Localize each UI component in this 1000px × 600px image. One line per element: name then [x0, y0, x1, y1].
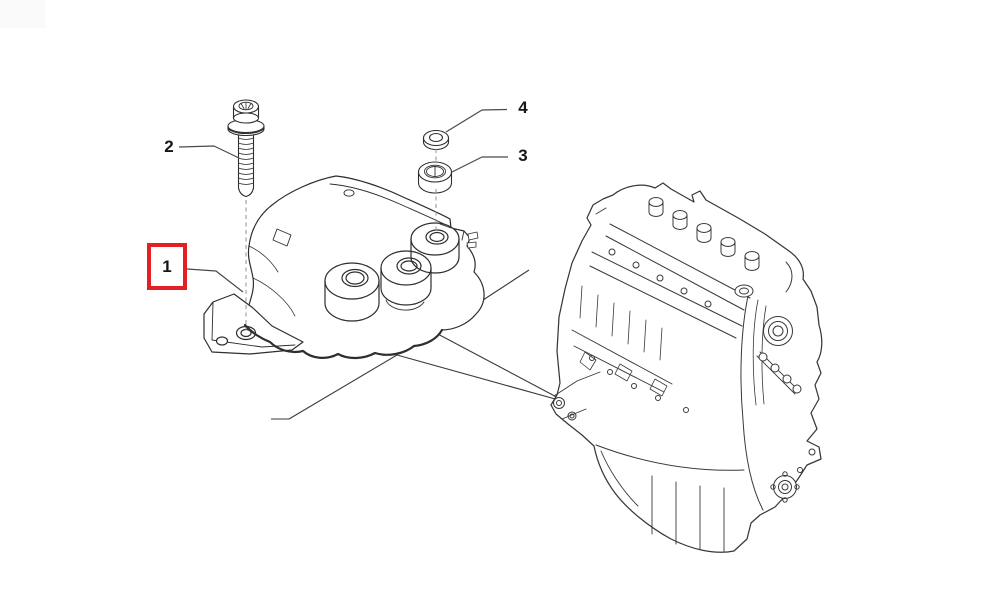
engine-mount-illustration [203, 175, 485, 360]
leader-line-4 [445, 108, 508, 133]
bolt-illustration [227, 99, 265, 198]
callout-1-highlight-box[interactable]: 1 [147, 243, 187, 290]
assembly-axis-lines [245, 149, 437, 330]
leader-line-2 [178, 145, 240, 159]
callout-label-4[interactable]: 4 [518, 98, 528, 117]
leader-lines [178, 108, 508, 293]
engine-illustration [550, 182, 823, 553]
callout-label-1: 1 [162, 256, 172, 276]
washer-lower-illustration [417, 161, 453, 194]
corner-shade [0, 0, 45, 28]
leader-line-1 [186, 268, 244, 293]
callout-label-2[interactable]: 2 [164, 137, 174, 156]
washer-upper-illustration [422, 129, 450, 151]
leader-line-3 [451, 156, 508, 173]
callout-label-3[interactable]: 3 [518, 146, 528, 165]
